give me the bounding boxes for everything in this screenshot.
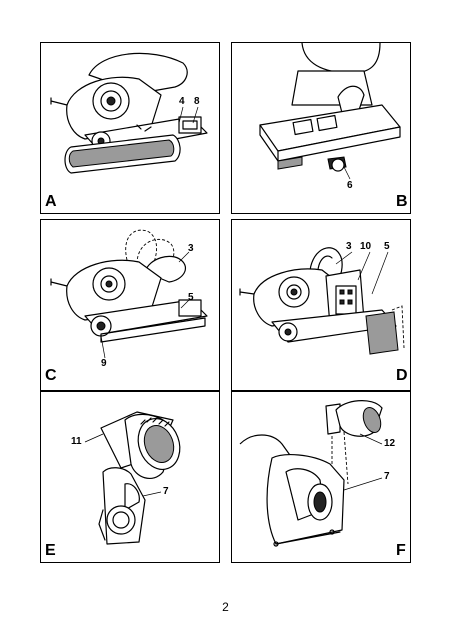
panel-letter: C (45, 367, 57, 384)
figure-panel-a: 4 8 A (40, 42, 220, 214)
figure-panel-b: 6 B (231, 42, 411, 214)
belt-sander-illustration-b (259, 43, 401, 180)
callout-label: 7 (163, 486, 169, 497)
callout-label: 6 (347, 180, 353, 191)
callout-label: 5 (384, 241, 390, 252)
dust-adapter-illustration-e (84, 411, 181, 545)
callout-label: 12 (384, 438, 396, 449)
dust-adapter-illustration-f (239, 400, 383, 547)
callout-label: 10 (360, 241, 372, 252)
callout-label: 3 (346, 241, 352, 252)
belt-sander-illustration-a (50, 52, 208, 174)
page-number: 2 (222, 600, 229, 614)
figure-panel-d: 3 10 5 D (231, 219, 411, 391)
figure-panel-f: 12 7 F (231, 391, 411, 563)
callout-label: 7 (384, 471, 390, 482)
figure-panel-e: 11 7 E (40, 391, 220, 563)
panel-letter: D (396, 367, 408, 384)
panel-letter: F (396, 542, 406, 559)
figure-panel-c: 3 5 9 C (40, 219, 220, 391)
belt-sander-illustration-d (239, 247, 405, 355)
belt-sander-illustration-c (50, 229, 208, 359)
callout-label: 8 (194, 96, 200, 107)
panel-letter: E (45, 542, 56, 559)
callout-label: 5 (188, 292, 194, 303)
callout-label: 3 (188, 243, 194, 254)
callout-label: 4 (179, 96, 185, 107)
callout-label: 11 (71, 436, 82, 447)
panel-letter: A (45, 193, 57, 210)
callout-label: 9 (101, 358, 107, 369)
panel-letter: B (396, 193, 408, 210)
